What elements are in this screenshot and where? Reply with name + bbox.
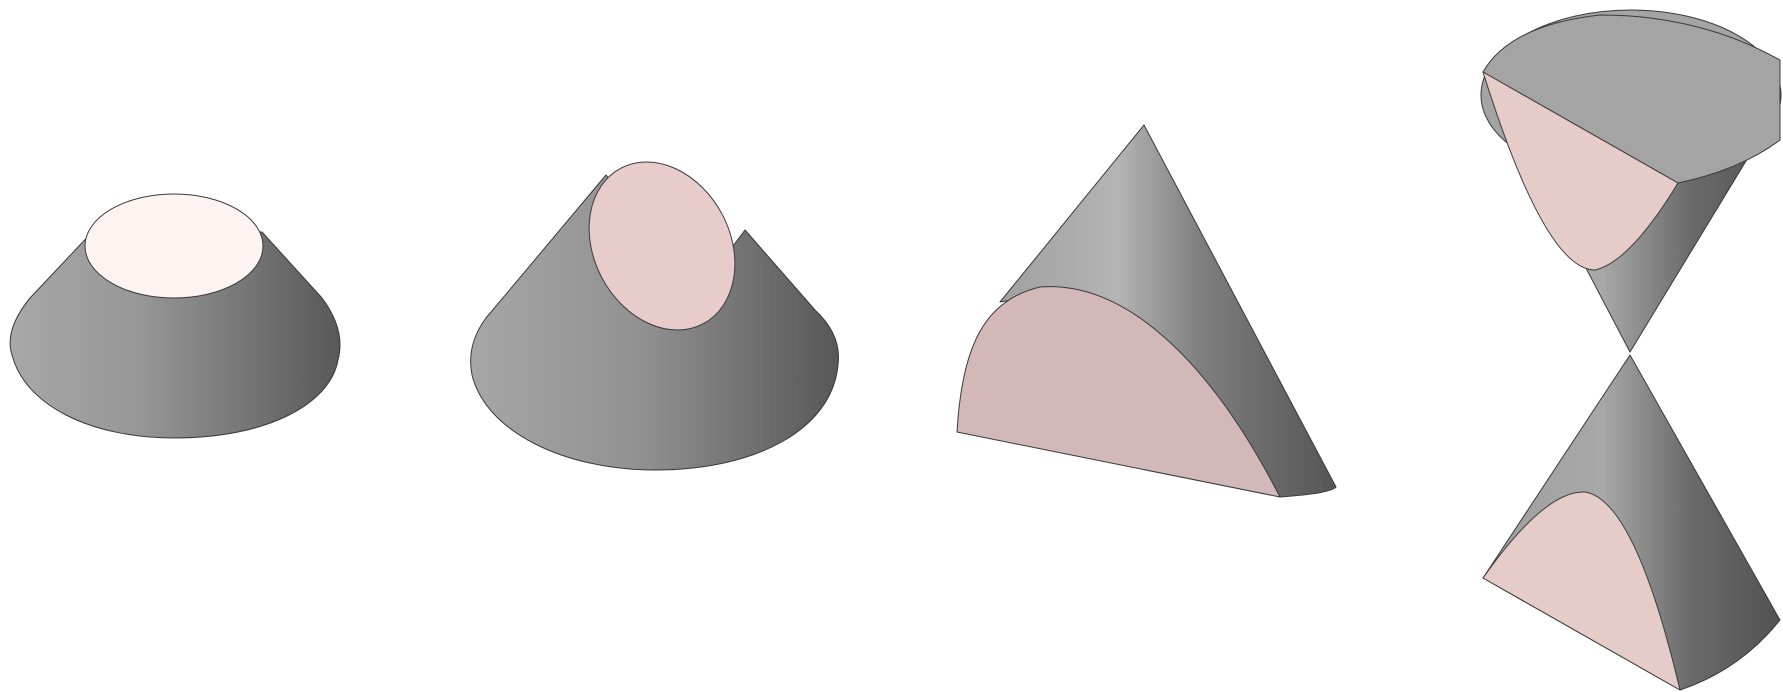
- cone-parabola-section: [957, 125, 1336, 497]
- circle-section-face: [85, 194, 263, 298]
- cone-circle-section: [10, 194, 340, 438]
- double-cone-hyperbola-section: [1481, 10, 1781, 690]
- cone-ellipse-section: [471, 136, 839, 470]
